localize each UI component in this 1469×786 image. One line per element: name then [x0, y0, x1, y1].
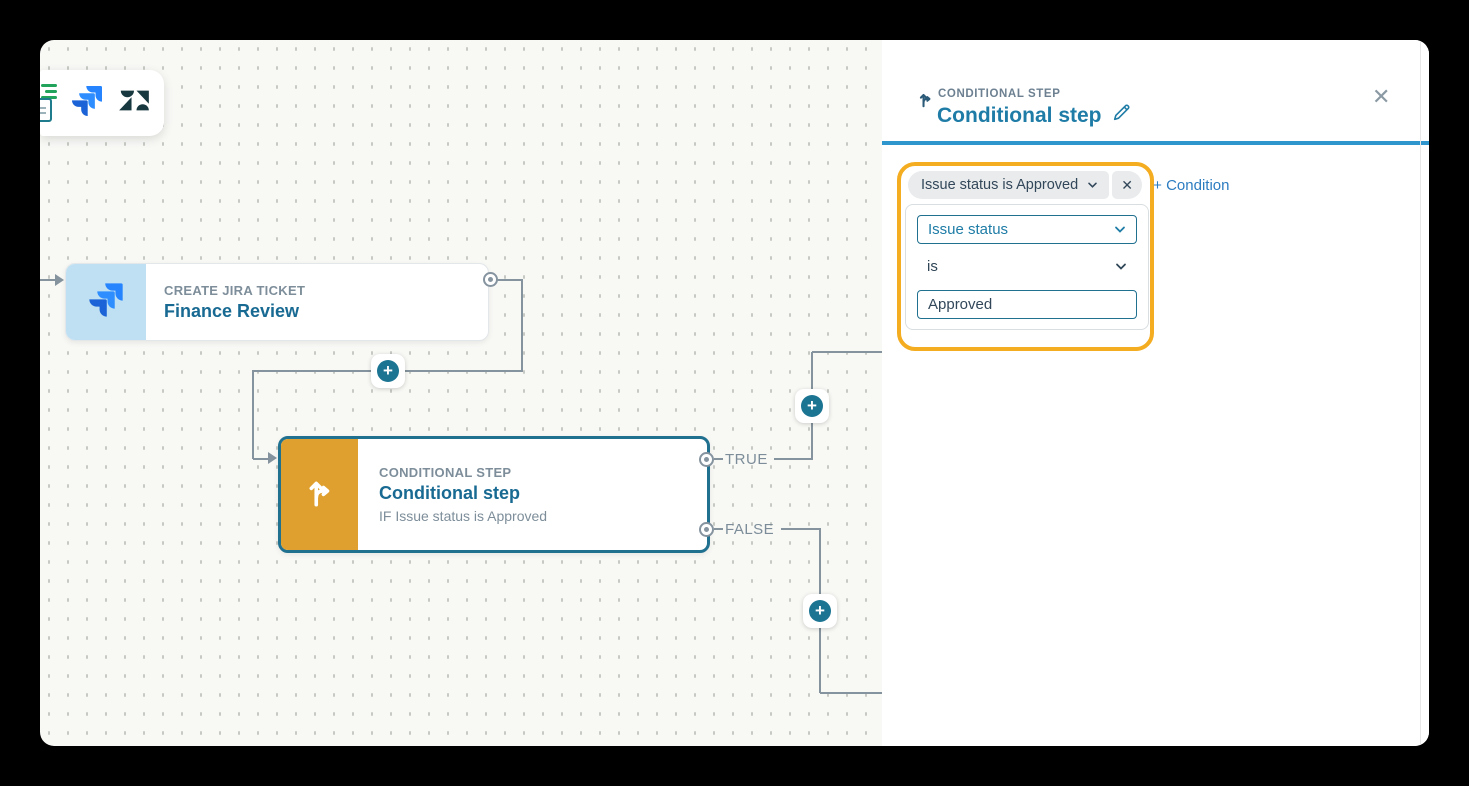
operator-select[interactable]: is [917, 252, 1137, 281]
condition-summary-label: Issue status is Approved [921, 177, 1079, 193]
node-subtitle: IF Issue status is Approved [379, 508, 548, 524]
config-panel: CONDITIONAL STEP Conditional step ✕ Issu… [882, 40, 1429, 746]
connection-point-true[interactable] [699, 452, 714, 467]
trigger-apps-card[interactable] [40, 70, 164, 136]
panel-header: CONDITIONAL STEP Conditional step ✕ [882, 40, 1429, 145]
jira-icon [86, 280, 126, 325]
field-select-value: Issue status [928, 221, 1009, 239]
node-conditional-step[interactable]: CONDITIONAL STEP Conditional step IF Iss… [278, 436, 710, 553]
add-condition-link[interactable]: + Condition [1153, 176, 1230, 194]
connector-line [820, 692, 888, 694]
connector-line [812, 351, 888, 353]
add-step-button[interactable]: + [371, 354, 405, 388]
connector-line [497, 279, 523, 281]
app-window: CREATE JIRA TICKET Finance Review + [40, 40, 1429, 746]
condition-summary-dropdown[interactable]: Issue status is Approved [908, 171, 1110, 199]
add-step-button[interactable]: + [795, 389, 829, 423]
condition-fields-card: Issue status is [905, 204, 1149, 330]
arrowhead-icon [55, 274, 64, 286]
connector-line [774, 458, 813, 460]
pencil-icon[interactable] [1111, 102, 1132, 129]
panel-accent-divider [882, 141, 1429, 145]
plus-icon: + [801, 395, 823, 417]
node-create-jira-ticket[interactable]: CREATE JIRA TICKET Finance Review [65, 263, 489, 341]
chevron-down-icon [1087, 177, 1098, 193]
chevron-down-icon [1114, 221, 1126, 238]
connector-line [521, 280, 523, 371]
node-type-label: CONDITIONAL STEP [379, 465, 512, 480]
panel-type-label: CONDITIONAL STEP [938, 88, 1061, 100]
panel-title: Conditional step [937, 103, 1102, 127]
zendesk-icon [114, 84, 154, 122]
connector-line [253, 458, 269, 460]
panel-scrollbar[interactable] [1420, 40, 1421, 746]
condition-value-input[interactable] [917, 289, 1137, 319]
operator-select-value: is [927, 258, 938, 276]
branch-icon [302, 474, 338, 515]
branch-label-false: FALSE [725, 521, 775, 538]
sheets-icon [40, 84, 59, 122]
plus-icon: + [377, 360, 399, 382]
node-title: Conditional step [379, 483, 520, 503]
remove-condition-button[interactable]: ✕ [1112, 171, 1143, 199]
chevron-down-icon [1115, 258, 1127, 275]
node-title: Finance Review [164, 300, 300, 321]
connector-line [40, 279, 56, 281]
add-step-button[interactable]: + [803, 594, 837, 628]
node-icon-area [281, 439, 358, 550]
plus-icon: + [809, 600, 831, 622]
node-icon-area [66, 264, 146, 340]
jira-icon [69, 83, 105, 124]
connector-line [714, 458, 723, 460]
arrowhead-icon [268, 452, 277, 464]
branch-label-true: TRUE [725, 451, 768, 468]
connector-line [714, 528, 723, 530]
connector-line [781, 528, 821, 530]
connection-point[interactable] [483, 272, 498, 287]
node-type-label: CREATE JIRA TICKET [164, 282, 306, 298]
condition-group-highlight [897, 162, 1154, 351]
field-select[interactable]: Issue status [917, 215, 1137, 245]
connector-line [252, 371, 254, 459]
branch-icon [916, 90, 935, 114]
connection-point-false[interactable] [699, 522, 714, 537]
close-icon: ✕ [1121, 176, 1134, 193]
close-icon[interactable]: ✕ [1372, 84, 1391, 109]
